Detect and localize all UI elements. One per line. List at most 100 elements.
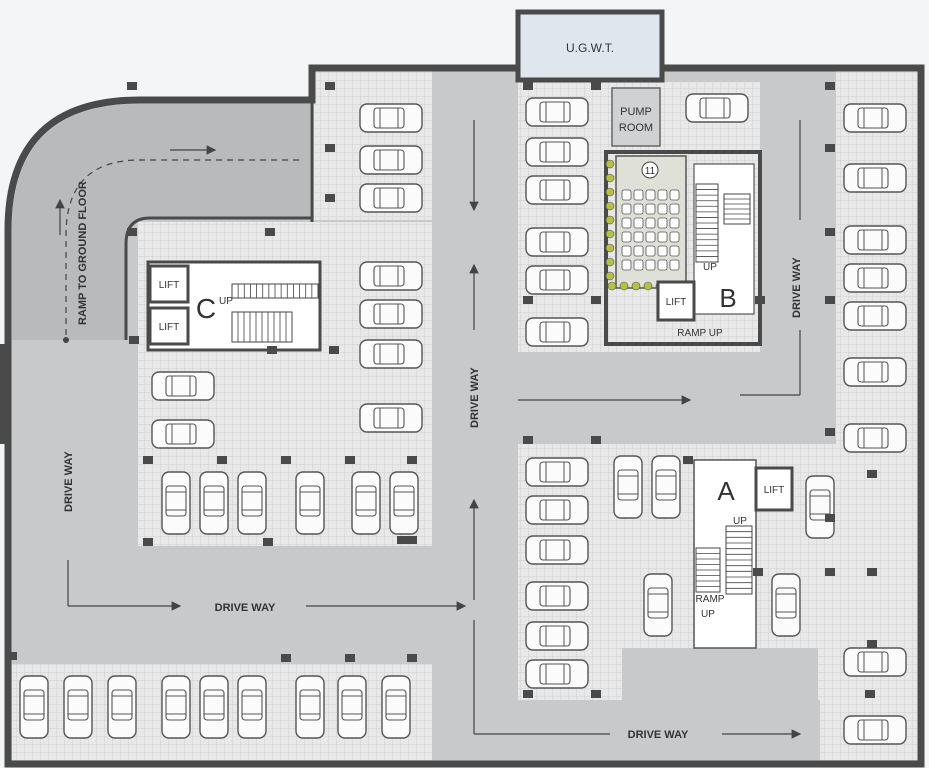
lift-c-2 xyxy=(148,306,190,346)
parking-car xyxy=(161,471,191,535)
parking-car xyxy=(843,357,907,387)
column xyxy=(867,568,877,576)
column xyxy=(281,654,291,662)
parking-car xyxy=(643,573,673,637)
ugwt-tank xyxy=(515,9,665,83)
parking-car xyxy=(843,163,907,193)
column xyxy=(345,654,355,662)
ramp-label-a: RAMP xyxy=(696,594,725,605)
parking-car xyxy=(613,455,643,519)
parking-car xyxy=(525,495,589,525)
stair-up-label-b: UP xyxy=(703,262,717,273)
parking-car xyxy=(389,471,419,535)
parking-car xyxy=(843,423,907,453)
column xyxy=(407,456,417,464)
seating-area xyxy=(605,159,680,291)
staircase-a xyxy=(695,525,753,595)
parking-car xyxy=(359,183,423,213)
parking-car xyxy=(685,93,749,123)
parking-car xyxy=(525,317,589,347)
lift-c-1-label: LIFT xyxy=(159,280,180,291)
parking-car xyxy=(237,471,267,535)
parking-car xyxy=(237,675,267,739)
column xyxy=(825,144,835,152)
staircase-b xyxy=(695,183,751,263)
parking-car xyxy=(525,457,589,487)
parking-car xyxy=(359,339,423,369)
stair-up-label-a: UP xyxy=(733,516,747,527)
ugwt-label: U.G.W.T. xyxy=(566,41,614,55)
pump-room-label-1: PUMP xyxy=(620,106,652,118)
parking-car xyxy=(151,371,215,401)
stair-up-label-c: UP xyxy=(219,296,233,307)
parking-car xyxy=(525,175,589,205)
column xyxy=(591,690,601,698)
parking-car xyxy=(359,299,423,329)
column xyxy=(325,194,335,202)
column xyxy=(683,456,693,464)
drive-way-label-bottom-left: DRIVE WAY xyxy=(215,602,276,614)
parking-car xyxy=(359,103,423,133)
parking-car xyxy=(337,675,367,739)
ramp-up-label-b: RAMP UP xyxy=(677,328,723,339)
drive-way-label-center: DRIVE WAY xyxy=(469,367,481,428)
column xyxy=(143,538,153,546)
column xyxy=(129,336,139,344)
parking-car xyxy=(107,675,137,739)
parking-car xyxy=(351,471,381,535)
column xyxy=(7,652,17,660)
column xyxy=(867,640,877,648)
column xyxy=(523,436,533,444)
column xyxy=(265,228,275,236)
parking-car xyxy=(199,675,229,739)
parking-car xyxy=(843,715,907,745)
column xyxy=(825,296,835,304)
column xyxy=(127,228,137,236)
column xyxy=(825,514,835,522)
parking-car xyxy=(805,475,835,539)
column xyxy=(591,296,601,304)
column xyxy=(267,346,277,354)
traffic-arrows xyxy=(55,120,802,739)
pump-room-label-2: ROOM xyxy=(619,122,653,134)
parking-car xyxy=(161,675,191,739)
parking-car xyxy=(525,581,589,611)
column xyxy=(825,428,835,436)
column xyxy=(523,296,533,304)
parking-car xyxy=(843,263,907,293)
parking-car xyxy=(843,225,907,255)
column xyxy=(407,654,417,662)
column xyxy=(127,82,137,90)
parking-car xyxy=(525,621,589,651)
block-b-label: B xyxy=(719,283,736,313)
staircase-c xyxy=(231,283,319,343)
column xyxy=(143,456,153,464)
column xyxy=(591,436,601,444)
lift-c-1 xyxy=(148,264,190,304)
parking-car xyxy=(359,403,423,433)
structural-columns xyxy=(7,82,877,698)
column xyxy=(753,568,763,576)
lift-b-label: LIFT xyxy=(666,297,687,308)
parking-car xyxy=(63,675,93,739)
parking-car xyxy=(199,471,229,535)
lift-c-2-label: LIFT xyxy=(159,322,180,333)
parking-car xyxy=(151,419,215,449)
column xyxy=(867,470,877,478)
parking-car xyxy=(359,145,423,175)
parking-car xyxy=(771,573,801,637)
lift-a xyxy=(754,466,794,512)
block-c-label: C xyxy=(196,293,216,324)
seat-count-label: 11 xyxy=(645,166,656,177)
parking-car xyxy=(525,535,589,565)
parking-car xyxy=(525,97,589,127)
column xyxy=(325,82,335,90)
column xyxy=(397,536,407,544)
parking-car xyxy=(295,675,325,739)
parking-car xyxy=(843,301,907,331)
parking-car xyxy=(525,227,589,257)
lift-b xyxy=(656,280,696,322)
drive-way-label-left: DRIVE WAY xyxy=(63,451,75,512)
parking-car xyxy=(525,265,589,295)
